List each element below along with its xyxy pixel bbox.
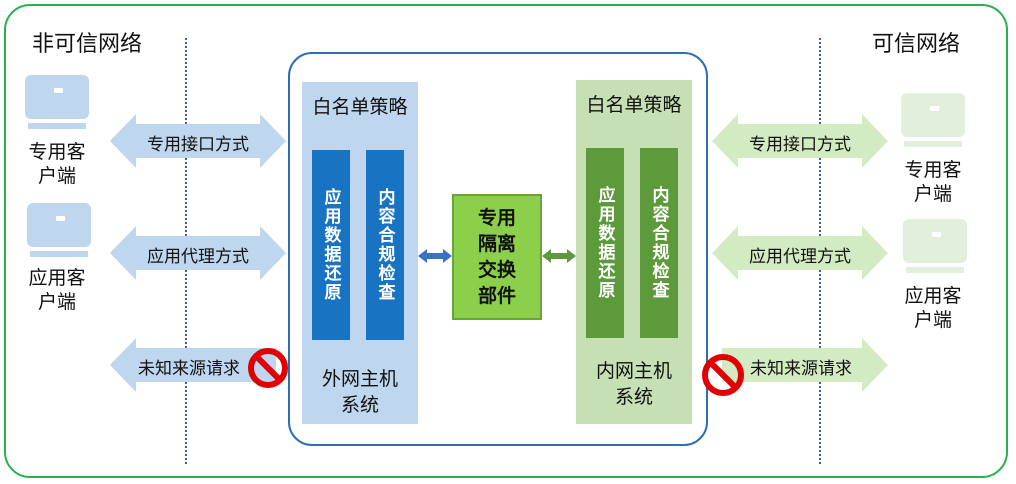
swap-to-internal-arrow — [542, 249, 576, 263]
dedicated-interface-arrow-right — [712, 114, 888, 168]
unknown-request-arrow-left — [110, 338, 276, 392]
outer-frame — [4, 4, 1008, 478]
application-proxy-label: 应用代理方式 — [147, 247, 249, 267]
application-client-label: 应用客户端 — [904, 285, 962, 331]
dedicated-client-label: 专用客户端 — [28, 141, 86, 187]
dedicated-client-label: 专用客户端 — [904, 159, 962, 205]
compliance-check-box: 内容合规检查 — [640, 148, 678, 338]
unknown-request-label: 未知来源请求 — [138, 359, 240, 379]
dedicated-client-icon — [901, 93, 965, 147]
trusted-network-label: 可信网络 — [872, 32, 961, 57]
blocked-icon — [702, 354, 744, 396]
internal-host-system: 白名单策略 应用数据还原 内容合规检查 内网主机系统 — [576, 80, 692, 424]
external-host-label: 外网主机系统 — [321, 368, 398, 416]
untrusted-network-label: 非可信网络 — [32, 32, 143, 57]
dedicated-client-icon — [25, 75, 89, 129]
application-proxy-arrow-right — [712, 226, 888, 280]
data-restore-box: 应用数据还原 — [312, 150, 350, 340]
application-proxy-arrow-left — [110, 226, 286, 280]
unknown-request-arrow-right — [722, 338, 888, 392]
data-restore-box: 应用数据还原 — [586, 148, 624, 338]
dedicated-interface-label: 专用接口方式 — [147, 135, 249, 155]
external-host-system: 白名单策略 应用数据还原 内容合规检查 外网主机系统 — [302, 82, 418, 424]
isolation-exchange-unit: 专用 隔离 交换 部件 — [452, 194, 542, 320]
gateway-container — [288, 52, 708, 446]
blocked-icon — [248, 348, 288, 388]
application-client-icon — [27, 203, 91, 257]
application-client-icon — [903, 219, 967, 273]
whitelist-policy-label: 白名单策略 — [586, 94, 682, 116]
application-client-label: 应用客户端 — [28, 267, 86, 313]
dedicated-interface-label: 专用接口方式 — [749, 135, 851, 155]
unknown-request-label: 未知来源请求 — [750, 359, 852, 379]
compliance-check-box: 内容合规检查 — [366, 150, 404, 340]
external-to-swap-arrow — [418, 249, 452, 263]
application-proxy-label: 应用代理方式 — [749, 247, 851, 267]
whitelist-policy-label: 白名单策略 — [312, 96, 408, 118]
internal-host-label: 内网主机系统 — [595, 360, 672, 408]
dedicated-interface-arrow-left — [110, 114, 286, 168]
